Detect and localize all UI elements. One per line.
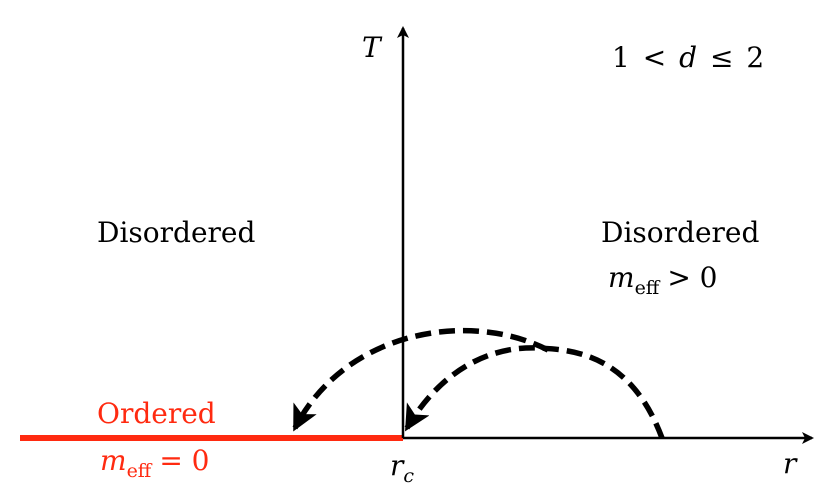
disordered-left-label: Disordered <box>97 216 255 249</box>
m-eff-positive: meff> 0 <box>608 261 718 299</box>
ordered-label: Ordered <box>97 397 216 430</box>
y-axis-label: T <box>362 31 383 64</box>
flow-arrow-outer <box>292 327 550 432</box>
critical-point-label: rc <box>390 449 414 487</box>
flow-arrow-inner <box>404 345 665 439</box>
disordered-right-label: Disordered <box>601 216 759 249</box>
x-axis-label: r <box>783 447 798 480</box>
dimension-condition: 1 < d ≤ 2 <box>612 41 764 74</box>
m-eff-zero: meff= 0 <box>100 444 210 482</box>
